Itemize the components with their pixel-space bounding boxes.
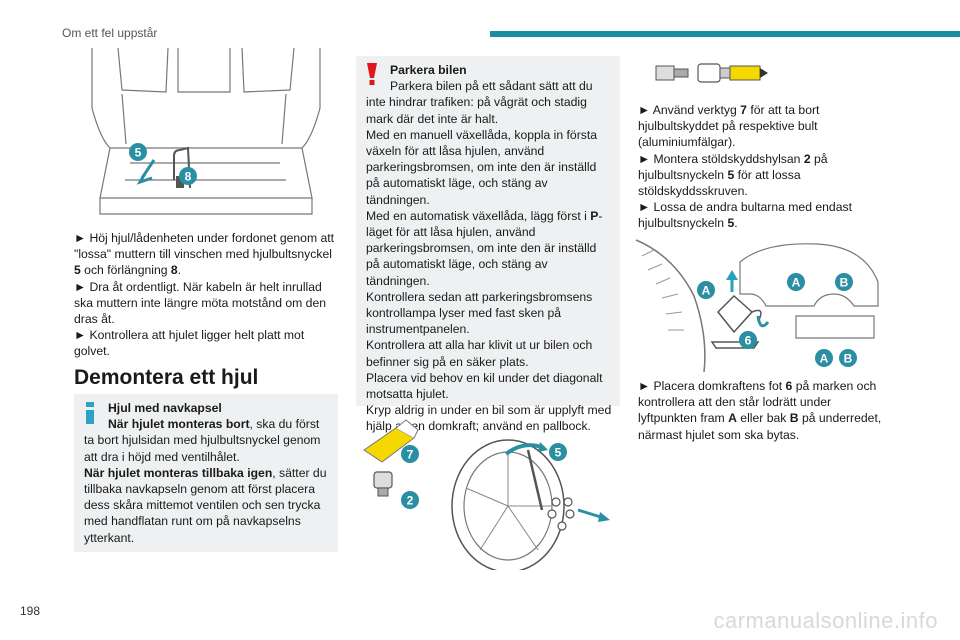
warning-text: Kontrollera sedan att parkeringsbromsens… <box>366 289 593 337</box>
warning-text: Kryp aldrig in under en bil som är upply… <box>366 403 612 434</box>
warning-text: Kontrollera att alla har klivit ut ur bi… <box>366 338 593 369</box>
ref-letter: B <box>789 411 799 426</box>
ref-number: 7 <box>740 103 747 117</box>
label-B: B <box>844 352 853 366</box>
label-badge <box>129 143 147 161</box>
step-text: ► Använd verktyg <box>638 103 741 117</box>
column-1-steps: ► Höj hjul/lådenheten under fordonet gen… <box>74 230 340 360</box>
step-text: ► Lossa de andra bultarna med endast hju… <box>638 200 852 231</box>
column-3-last-step: ► Placera domkraftens fot 6 på marken oc… <box>638 378 890 443</box>
step-text: för att lossa stöldskyddsskruven. <box>638 167 801 199</box>
column-3-steps: ► Använd verktyg 7 för att ta bort hjulb… <box>638 102 888 232</box>
label-5: 5 <box>135 146 142 160</box>
label-7: 7 <box>407 448 414 462</box>
warning-text: -läget för att låsa hjulen, använd parke… <box>366 208 603 288</box>
ref-letter: A <box>728 411 737 426</box>
ref-number: 2 <box>803 151 811 166</box>
step-text: ► Montera stöldskyddshylsan <box>638 151 804 166</box>
trunk-illustration: 5 8 <box>91 48 321 215</box>
warning-text: Med en manuell växellåda, koppla in förs… <box>366 127 598 207</box>
warning-text: Placera vid behov en kil under det diago… <box>366 370 603 402</box>
warning-icon <box>367 63 377 85</box>
step-text: . <box>177 263 182 278</box>
label-8: 8 <box>185 170 192 184</box>
step-text: eller bak <box>736 411 790 426</box>
label-2: 2 <box>407 494 414 508</box>
step-text: på underredet, närmast hjulet som ska by… <box>638 411 882 442</box>
info-bold: När hjulet monteras tillbaka igen <box>84 465 273 480</box>
info-title: Hjul med navkapsel <box>108 401 222 415</box>
step-text: på hjulbultsnyckeln <box>638 151 828 182</box>
step-text: ► Kontrollera att hjulet ligger helt pla… <box>74 328 305 359</box>
info-bold: När hjulet monteras bort <box>108 417 250 432</box>
step-text: och förlängning <box>80 263 171 278</box>
socket-tool-illustration <box>655 63 768 83</box>
label-6: 6 <box>745 334 752 348</box>
label-B: B <box>840 276 849 290</box>
warning-text: Parkera bilen på ett sådant sätt att du … <box>366 79 593 126</box>
section-heading: Demontera ett hjul <box>74 366 259 389</box>
ref-number: 8 <box>170 263 178 278</box>
label-badge <box>179 167 197 185</box>
warning-text: Med en automatisk växellåda, lägg först … <box>366 208 591 223</box>
label-A: A <box>702 284 711 298</box>
jack-illustration: A 6 A B A B <box>635 239 879 372</box>
warning-title: Parkera bilen <box>390 63 467 77</box>
header-accent-bar <box>490 31 960 37</box>
step-text: ► Placera domkraftens fot <box>638 379 786 393</box>
step-text: ► Höj hjul/lådenheten under fordonet gen… <box>74 231 335 262</box>
info-box: Hjul med navkapsel När hjulet monteras b… <box>74 394 338 552</box>
label-A: A <box>792 276 801 290</box>
section-title: Om ett fel uppstår <box>62 26 158 40</box>
step-text: . <box>734 216 738 231</box>
info-text: , ska du först ta bort hjulsidan med hju… <box>84 417 321 464</box>
label-5: 5 <box>555 446 562 460</box>
info-text: , sätter du tillbaka navkapseln genom at… <box>84 465 327 545</box>
step-text: ► Dra åt ordentligt. När kabeln är helt … <box>74 279 327 327</box>
label-A: A <box>820 352 829 366</box>
ref-number: 5 <box>727 216 735 231</box>
ref-number: 6 <box>785 379 793 393</box>
page-number: 198 <box>20 604 41 618</box>
gear-letter: P <box>590 208 599 223</box>
warning-box: Parkera bilen Parkera bilen på ett sådan… <box>356 56 620 433</box>
ref-number: 5 <box>74 263 81 278</box>
step-text: på marken och kontrollera att den står l… <box>638 379 877 426</box>
wheel-illustration: 7 2 5 <box>363 419 610 570</box>
ref-number: 5 <box>727 167 735 182</box>
info-icon <box>86 402 94 424</box>
step-text: för att ta bort hjulbultskyddet på respe… <box>638 103 820 150</box>
watermark: carmanualsonline.info <box>713 608 938 633</box>
